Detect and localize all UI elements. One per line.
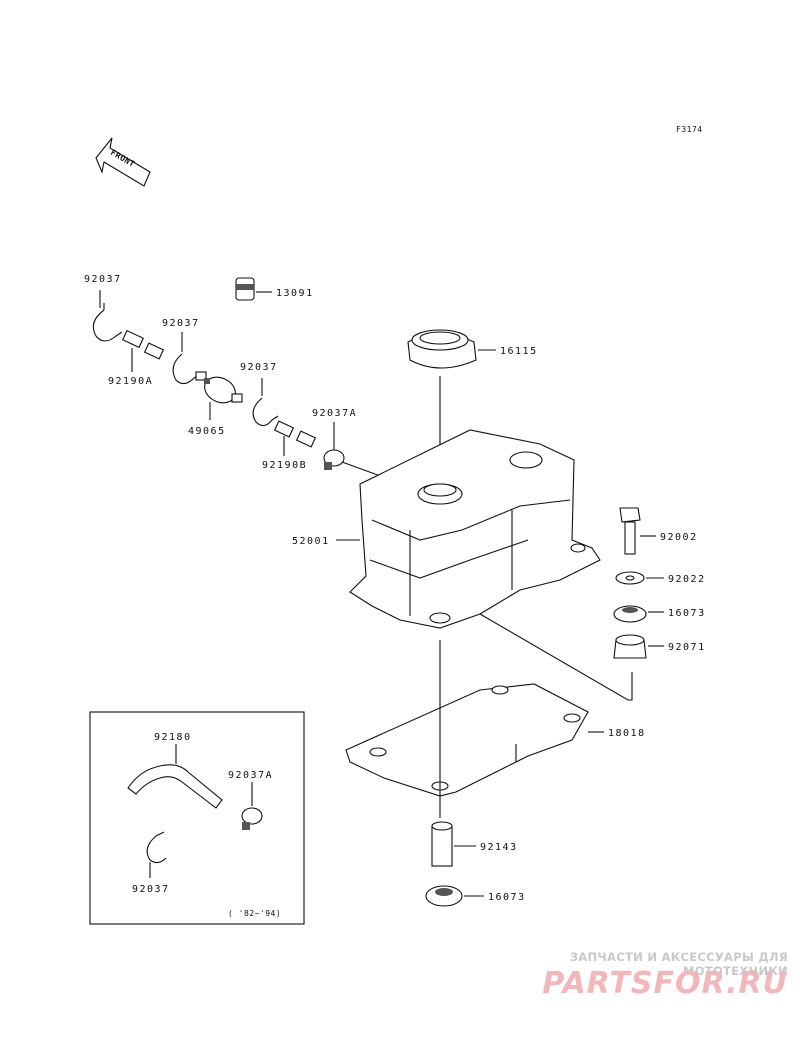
part-label-92037-c: 92037 (240, 362, 278, 373)
damper-92071 (613, 634, 647, 659)
fuel-filter-49065 (195, 371, 243, 404)
rubber-13091 (235, 277, 255, 301)
hose-92190a (121, 329, 165, 360)
part-label-92037-b: 92037 (162, 318, 200, 329)
inset-label-92180: 92180 (154, 732, 192, 743)
part-label-49065: 49065 (188, 426, 226, 437)
watermark-logo: PARTSFOR.RU (542, 966, 788, 1001)
part-label-92143: 92143 (480, 842, 518, 853)
grommet-16073-lower (425, 885, 463, 907)
part-label-92190a: 92190A (108, 376, 153, 387)
part-label-13091: 13091 (276, 288, 314, 299)
hose-92190b (273, 420, 317, 448)
part-label-16115: 16115 (500, 346, 538, 357)
watermark-tagline: ЗАПЧАСТИ И АКСЕССУАРЫ ДЛЯ МОТОТЕХНИКИ (569, 950, 788, 978)
inset-label-92037: 92037 (132, 884, 170, 895)
plate-18018 (345, 683, 589, 797)
part-label-92037-a: 92037 (84, 274, 122, 285)
fuel-cap-16115 (407, 329, 477, 369)
part-label-16073-a: 16073 (668, 608, 706, 619)
part-label-92190b: 92190B (262, 460, 307, 471)
part-label-18018: 18018 (608, 728, 646, 739)
collar-92143 (431, 821, 453, 867)
part-label-16073-b: 16073 (488, 892, 526, 903)
washer-92022 (615, 571, 645, 585)
part-label-52001: 52001 (292, 536, 330, 547)
part-label-92037a: 92037A (312, 408, 357, 419)
inset-box: 92180 92037A 92037 ( '82~'94) (89, 711, 305, 925)
diagram-code: F3174 (676, 125, 703, 134)
grommet-16073-upper (613, 605, 647, 623)
fuel-tank-52001 (349, 429, 601, 629)
front-arrow-icon: FRONT (95, 137, 151, 187)
part-label-92071: 92071 (668, 642, 706, 653)
clamp-92037-top-left (92, 303, 123, 342)
bolt-92002 (619, 507, 641, 555)
inset-years: ( '82~'94) (228, 909, 281, 918)
part-label-92002: 92002 (660, 532, 698, 543)
clamp-92037-third (252, 397, 279, 427)
inset-label-92037a: 92037A (228, 770, 273, 781)
part-label-92022: 92022 (668, 574, 706, 585)
clamp-92037a (323, 449, 345, 470)
